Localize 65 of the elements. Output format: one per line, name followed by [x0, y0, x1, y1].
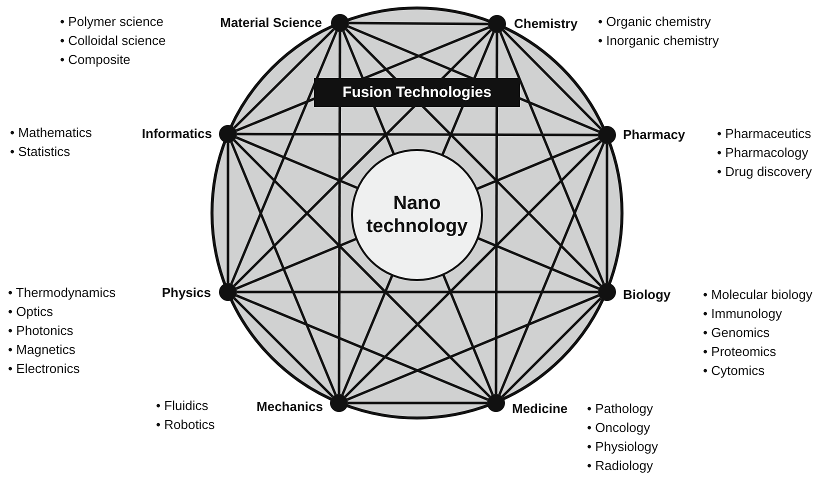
- field-label: Pharmacy: [623, 127, 686, 143]
- node-dot: [330, 394, 348, 412]
- connector-line: [234, 28, 334, 129]
- connector-line: [606, 144, 608, 283]
- list-item: • Molecular biology: [703, 286, 812, 304]
- field-label: Chemistry: [514, 16, 578, 32]
- title-banner: Fusion Technologies: [314, 78, 520, 107]
- connector-line: [237, 132, 598, 136]
- list-item: • Electronics: [8, 360, 81, 378]
- connector-line: [345, 28, 602, 286]
- connector-line: [233, 297, 334, 398]
- connector-line: [234, 29, 492, 287]
- node-dot: [487, 394, 505, 412]
- connector-line: [494, 33, 498, 394]
- connector-line: [230, 142, 337, 396]
- list-item: • Immunology: [703, 305, 783, 323]
- connector-line: [498, 142, 605, 396]
- list-item: • Statistics: [10, 143, 72, 161]
- list-item: • Cytomics: [703, 362, 766, 380]
- list-item: • Robotics: [156, 416, 215, 434]
- list-item: • Fluidics: [156, 397, 210, 415]
- connector-line: [226, 143, 230, 283]
- list-item: • Photonics: [8, 322, 74, 340]
- list-item: • Polymer science: [60, 13, 165, 31]
- connector-line: [499, 32, 605, 284]
- field-label: Physics: [162, 285, 211, 301]
- field-label: Biology: [623, 287, 671, 303]
- field-label: Medicine: [512, 401, 568, 417]
- list-item: • Physiology: [587, 438, 658, 456]
- connector-line: [502, 30, 602, 130]
- list-item: • Optics: [8, 303, 54, 321]
- connector-line: [501, 297, 602, 398]
- node-dot: [598, 126, 616, 144]
- list-item: • Magnetics: [8, 341, 76, 359]
- node-dot: [331, 14, 349, 32]
- connector-line: [338, 32, 342, 394]
- list-item: • Organic chemistry: [598, 13, 712, 31]
- connector-line: [230, 30, 338, 284]
- connector-line: [349, 22, 488, 26]
- connector-line: [237, 290, 598, 294]
- list-item: • Radiology: [587, 457, 654, 475]
- connector-line: [344, 140, 602, 398]
- list-item: • Oncology: [587, 419, 652, 437]
- connector-line: [346, 294, 600, 401]
- list-item: • Inorganic chemistry: [598, 32, 719, 50]
- list-item: • Mathematics: [10, 124, 92, 142]
- connector-line: [348, 402, 487, 404]
- list-item: • Proteomics: [703, 343, 778, 361]
- list-item: • Genomics: [703, 324, 771, 342]
- list-item: • Pharmaceutics: [717, 125, 812, 143]
- connector-line: [233, 140, 491, 398]
- node-dot: [219, 283, 237, 301]
- field-label: Material Science: [220, 15, 322, 31]
- field-label: Mechanics: [256, 399, 323, 415]
- list-item: • Composite: [60, 51, 132, 69]
- node-dot: [598, 283, 616, 301]
- list-item: • Thermodynamics: [8, 284, 116, 302]
- list-item: • Colloidal science: [60, 32, 166, 50]
- node-dot: [219, 125, 237, 143]
- list-item: • Pathology: [587, 400, 654, 418]
- field-label: Informatics: [142, 126, 212, 142]
- node-dot: [488, 15, 506, 33]
- list-item: • Drug discovery: [717, 163, 812, 181]
- list-item: • Pharmacology: [717, 144, 810, 162]
- connector-line: [236, 294, 488, 401]
